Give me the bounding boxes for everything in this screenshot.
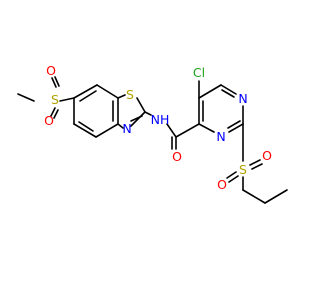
oxygen-atom-label: O [262, 148, 272, 163]
bond [95, 123, 119, 138]
bond [96, 84, 119, 99]
bond [53, 109, 59, 119]
sulfur-atom-label: S [239, 162, 247, 177]
bond [227, 120, 241, 129]
nitrogen-atom-label: NH [151, 112, 170, 127]
bond [117, 94, 126, 99]
bond [228, 123, 244, 133]
bond [78, 121, 94, 132]
bond [249, 159, 261, 166]
structure-drawing: O S O S N NH O Cl N N S O O [17, 63, 288, 204]
nitrogen-atom-label: N [238, 91, 247, 106]
bond [221, 89, 235, 98]
oxygen-atom-label: O [44, 113, 54, 128]
bond [17, 93, 35, 102]
atom-label-layer: O S O S N NH O Cl N N S O O [44, 63, 272, 192]
bond [73, 123, 97, 138]
molecule-diagram: O S O S N NH O Cl N N S O O [17, 63, 288, 204]
sulfur-atom-label: S [126, 87, 134, 102]
chlorine-atom-label: Cl [193, 65, 205, 80]
bond [226, 171, 237, 179]
bond [59, 97, 75, 102]
bond [242, 189, 266, 204]
bond [198, 123, 215, 133]
oxygen-atom-label: O [217, 177, 227, 192]
nitrogen-atom-label: N [122, 121, 131, 136]
sulfur-atom-label: S [51, 92, 59, 107]
oxygen-atom-label: O [172, 149, 182, 164]
nitrogen-atom-label: N [216, 129, 225, 144]
bond [117, 123, 124, 129]
bond [54, 76, 60, 87]
bond [198, 84, 222, 99]
bond [144, 111, 152, 116]
bond [136, 97, 146, 113]
bond [251, 163, 263, 170]
bond [228, 175, 239, 183]
bond [51, 77, 57, 88]
bond [79, 90, 97, 102]
bond [130, 115, 143, 122]
bond [50, 107, 56, 117]
bond [73, 84, 98, 99]
oxygen-atom-label: O [46, 63, 56, 78]
bond [130, 111, 146, 127]
bond [220, 84, 237, 95]
bond [264, 189, 288, 204]
bond [175, 123, 200, 138]
bond-layer [17, 76, 288, 204]
bond [166, 123, 177, 138]
